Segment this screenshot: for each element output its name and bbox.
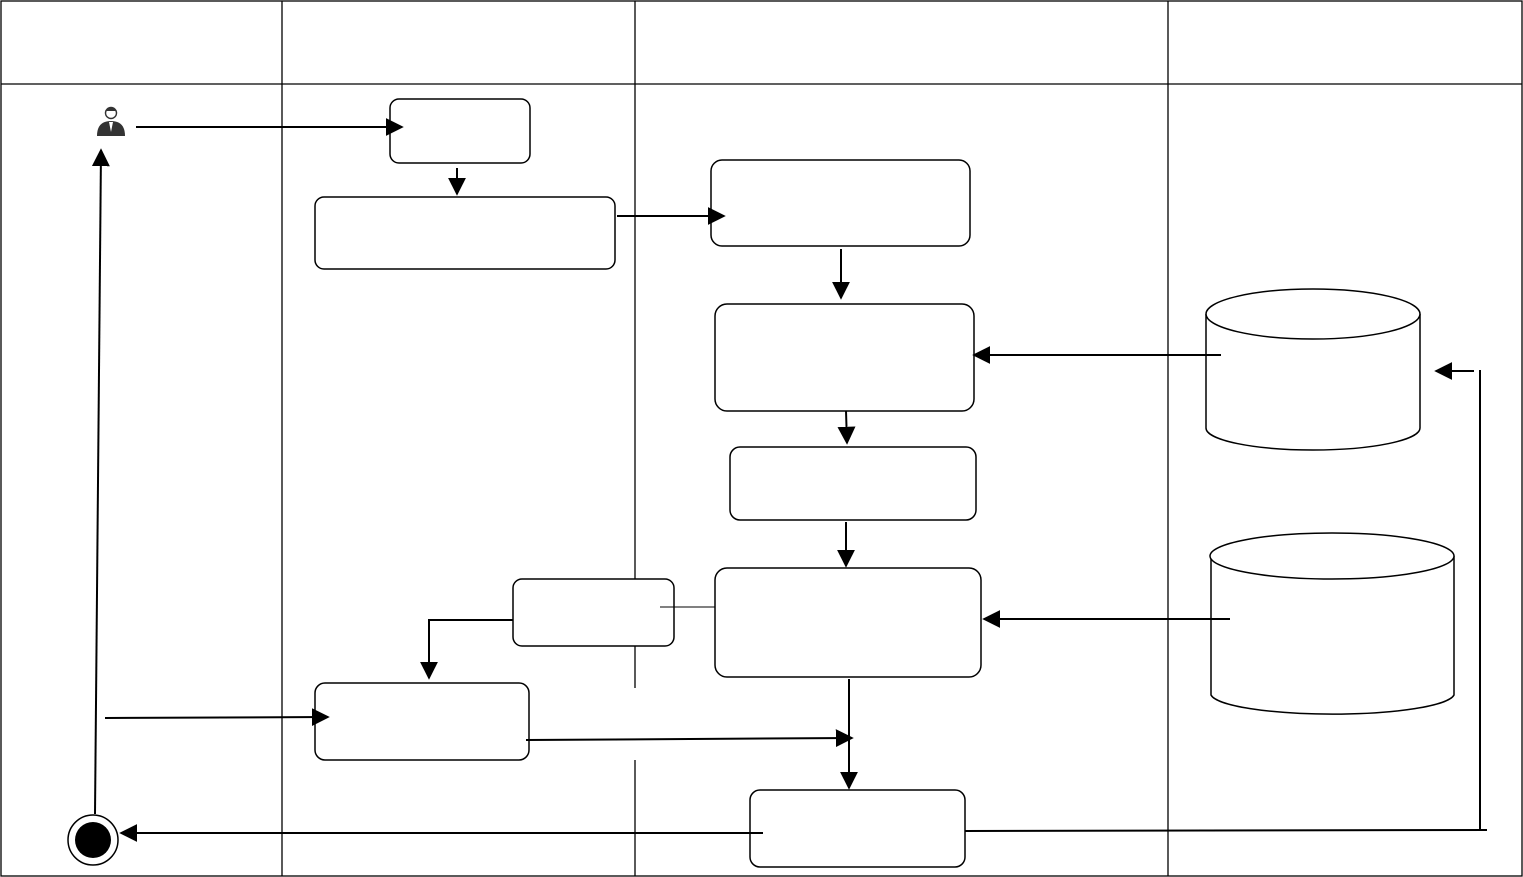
lane-title-3 xyxy=(635,0,1168,84)
process-1 xyxy=(710,159,971,247)
decision-box xyxy=(512,578,675,647)
database-1 xyxy=(1205,288,1421,451)
start-action xyxy=(389,98,531,164)
lane-title-2 xyxy=(282,0,635,84)
arrow-process2-to-process3 xyxy=(837,410,856,445)
step-2 xyxy=(314,196,616,270)
lane-title-1 xyxy=(1,0,282,84)
database-2 xyxy=(1209,532,1455,715)
process-2 xyxy=(714,303,975,412)
arrow-end-to-actor xyxy=(91,148,110,815)
process-3 xyxy=(729,446,977,521)
arrow-step3-to-merge xyxy=(525,729,854,748)
line-final-to-right xyxy=(964,829,1488,832)
user-icon xyxy=(97,106,125,136)
end-node-icon xyxy=(67,814,119,866)
final-process xyxy=(749,789,966,868)
step-3 xyxy=(314,682,530,761)
process-4 xyxy=(714,567,982,678)
arrow-loop-to-step3 xyxy=(104,708,330,727)
lane-title-4 xyxy=(1168,0,1522,84)
arrow-decision-to-step3 xyxy=(420,619,513,680)
